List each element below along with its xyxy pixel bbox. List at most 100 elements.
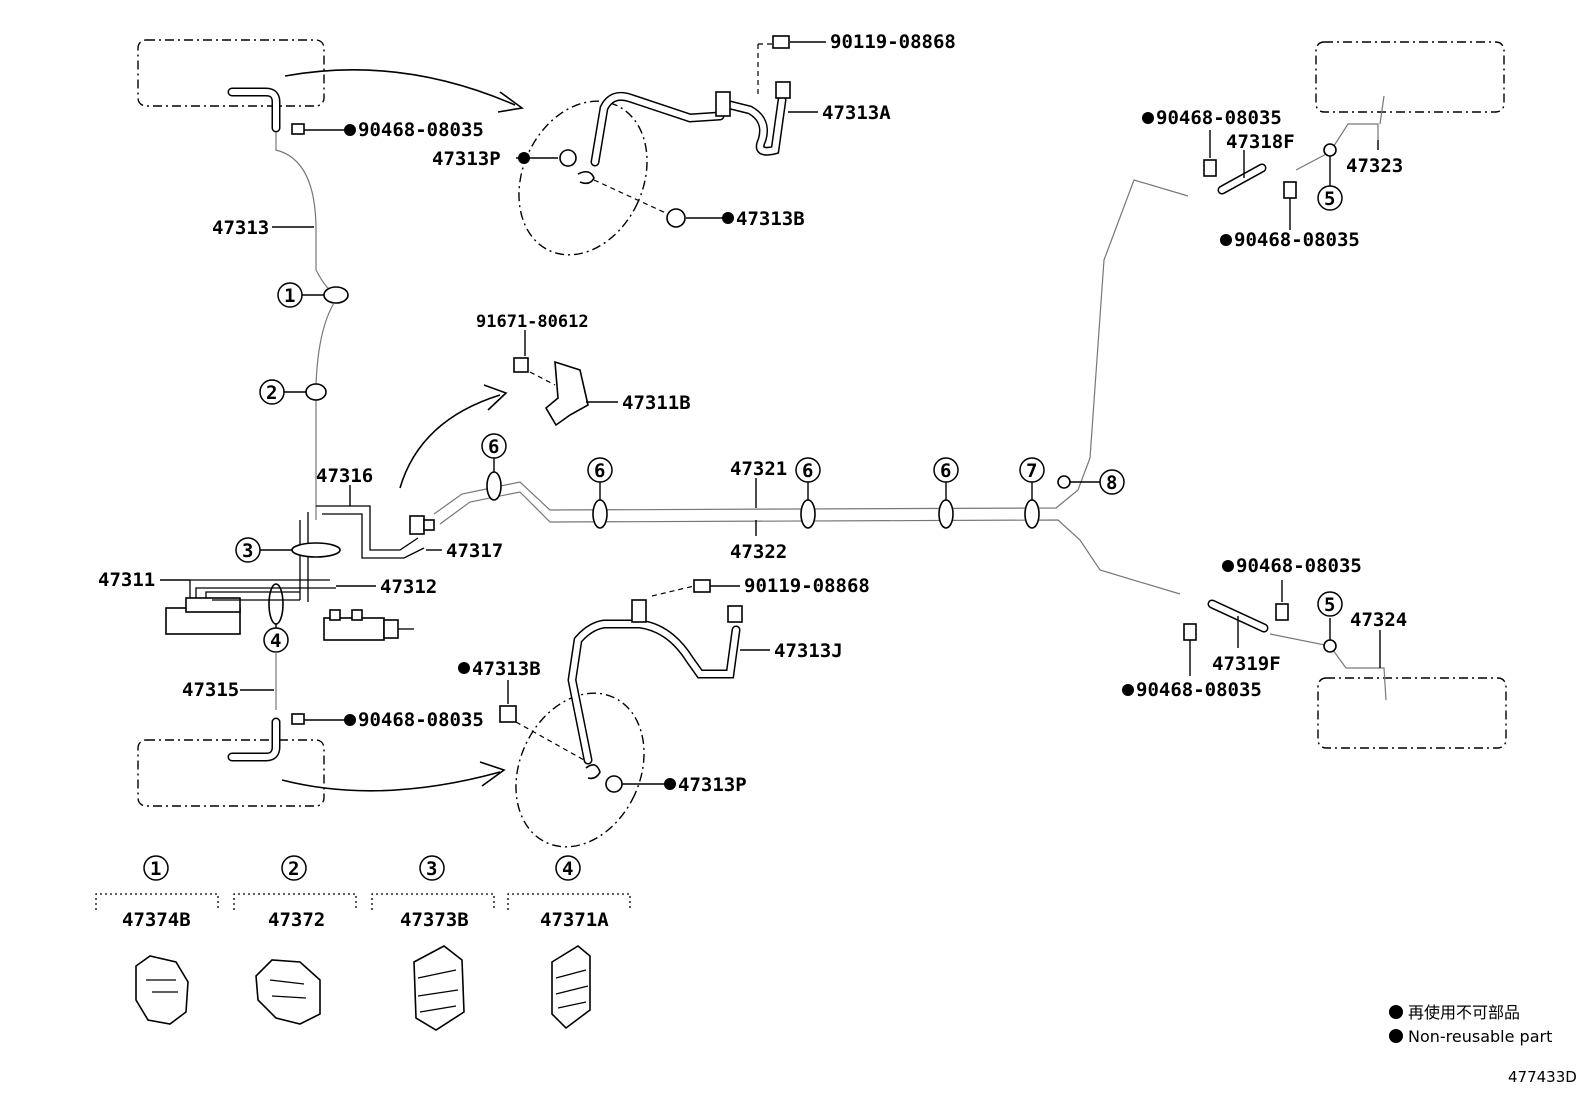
callout-circle <box>1099 469 1125 495</box>
callout-number: 6 <box>940 460 951 482</box>
top-left-hose-elbow <box>227 87 281 133</box>
clamp-icon <box>255 959 321 1025</box>
mid-arrow <box>399 394 501 489</box>
part-label: 47312 <box>380 576 437 598</box>
pipe-47323 <box>1295 95 1385 171</box>
part-label: 47372 <box>268 909 325 931</box>
clip-icon <box>291 123 305 135</box>
bracket-icon <box>631 599 647 623</box>
callout-number: 4 <box>562 858 573 880</box>
part-label: 47324 <box>1350 609 1407 631</box>
rear-left-wheel-outline <box>1317 677 1507 749</box>
part-label: 47315 <box>182 679 239 701</box>
fitting-icon <box>727 605 743 623</box>
callout-number: 8 <box>1106 472 1117 494</box>
part-label: 90119-08868 <box>830 31 956 53</box>
callout-number: 1 <box>284 285 295 307</box>
part-label: 47371A <box>540 909 609 931</box>
clamp-3 <box>291 542 341 558</box>
clamp-2 <box>305 383 327 401</box>
part-label: 47313P <box>432 148 501 170</box>
part-label: 90468-08035 <box>1234 229 1360 251</box>
master-cylinder <box>323 617 385 641</box>
callout-circle <box>1317 591 1343 617</box>
callout-circle <box>235 537 261 563</box>
clip-icon <box>1183 623 1197 641</box>
part-label: 47313A <box>822 102 891 124</box>
part-label: 47321 <box>730 458 787 480</box>
gasket-icon <box>605 775 623 793</box>
legend-box-4: 4 47371A <box>507 855 631 1030</box>
clip-icon <box>1203 159 1217 177</box>
clamp-5 <box>1323 639 1337 653</box>
part-label: 47313J <box>774 640 843 662</box>
callout-number: 6 <box>488 436 499 458</box>
non-reusable-dot-icon <box>344 124 356 136</box>
callout-circle <box>795 457 821 483</box>
bolt-icon <box>693 579 711 593</box>
clamp-icon <box>413 945 465 1031</box>
detail-circle-bottom <box>515 692 645 848</box>
callout-number: 6 <box>594 460 605 482</box>
callout-number: 5 <box>1324 188 1335 210</box>
clip-icon <box>1275 603 1289 621</box>
detail-circle-top <box>518 100 648 256</box>
rear-right-wheel-outline <box>1315 41 1505 113</box>
legend-en: Non-reusable part <box>1408 1027 1552 1046</box>
callout-number: 4 <box>270 630 281 652</box>
bottom-arrow <box>281 771 501 792</box>
fitting-icon <box>775 81 791 99</box>
part-label: 47313P <box>678 774 747 796</box>
union-bolt-icon <box>499 705 517 723</box>
part-label: 47374B <box>122 909 191 931</box>
part-label: 47313 <box>212 217 269 239</box>
figure-id: 477433D <box>1508 1068 1577 1086</box>
top-left-wheel-outline <box>137 39 325 107</box>
part-label: 47373B <box>400 909 469 931</box>
callout-number: 6 <box>802 460 813 482</box>
part-label: 47311B <box>622 392 691 414</box>
callout-circle <box>481 433 507 459</box>
callout-circle <box>1317 185 1343 211</box>
legend-jp: 再使用不可部品 <box>1408 1003 1520 1022</box>
legend-box-2: 2 47372 <box>233 855 357 1025</box>
callout-number: 3 <box>242 540 253 562</box>
clamp-icon <box>135 955 189 1025</box>
part-label: 47322 <box>730 541 787 563</box>
part-label: 91671-80612 <box>476 312 589 332</box>
callout-circle <box>259 379 285 405</box>
part-label: 47319F <box>1212 653 1281 675</box>
bottom-left-wheel-outline <box>137 739 325 807</box>
callout-number: 2 <box>266 382 277 404</box>
part-label: 47316 <box>316 465 373 487</box>
clamp-8 <box>1057 475 1071 489</box>
legend-box-1: 1 47374B <box>95 855 219 1025</box>
clamp-1 <box>323 286 349 304</box>
legend-box-3: 3 47373B <box>371 855 495 1031</box>
part-label: 90468-08035 <box>358 709 484 731</box>
pipe-47324 <box>1269 633 1387 701</box>
callout-number: 7 <box>1026 460 1037 482</box>
part-label: 90468-08035 <box>1156 107 1282 129</box>
clip-icon <box>291 713 305 725</box>
joint-47317-icon <box>409 515 425 535</box>
clamp-6 <box>938 499 954 529</box>
part-label: 47323 <box>1346 155 1403 177</box>
bolt-icon <box>513 357 529 373</box>
callout-circle <box>933 457 959 483</box>
bolt-icon <box>772 35 790 49</box>
part-label: 47311 <box>98 569 155 591</box>
part-label: 47318F <box>1226 131 1295 153</box>
callout-number: 3 <box>426 858 437 880</box>
clamp-5 <box>1323 143 1337 157</box>
callout-number: 1 <box>150 858 161 880</box>
pipe-47313 <box>275 132 331 291</box>
bracket-47311b-icon <box>544 360 589 427</box>
callout-circle <box>1019 457 1045 483</box>
callout-number: 2 <box>288 858 299 880</box>
clamp-6 <box>486 471 502 501</box>
part-label: 47313B <box>472 658 541 680</box>
hose-47313j <box>567 619 741 765</box>
part-label: 90119-08868 <box>744 575 870 597</box>
